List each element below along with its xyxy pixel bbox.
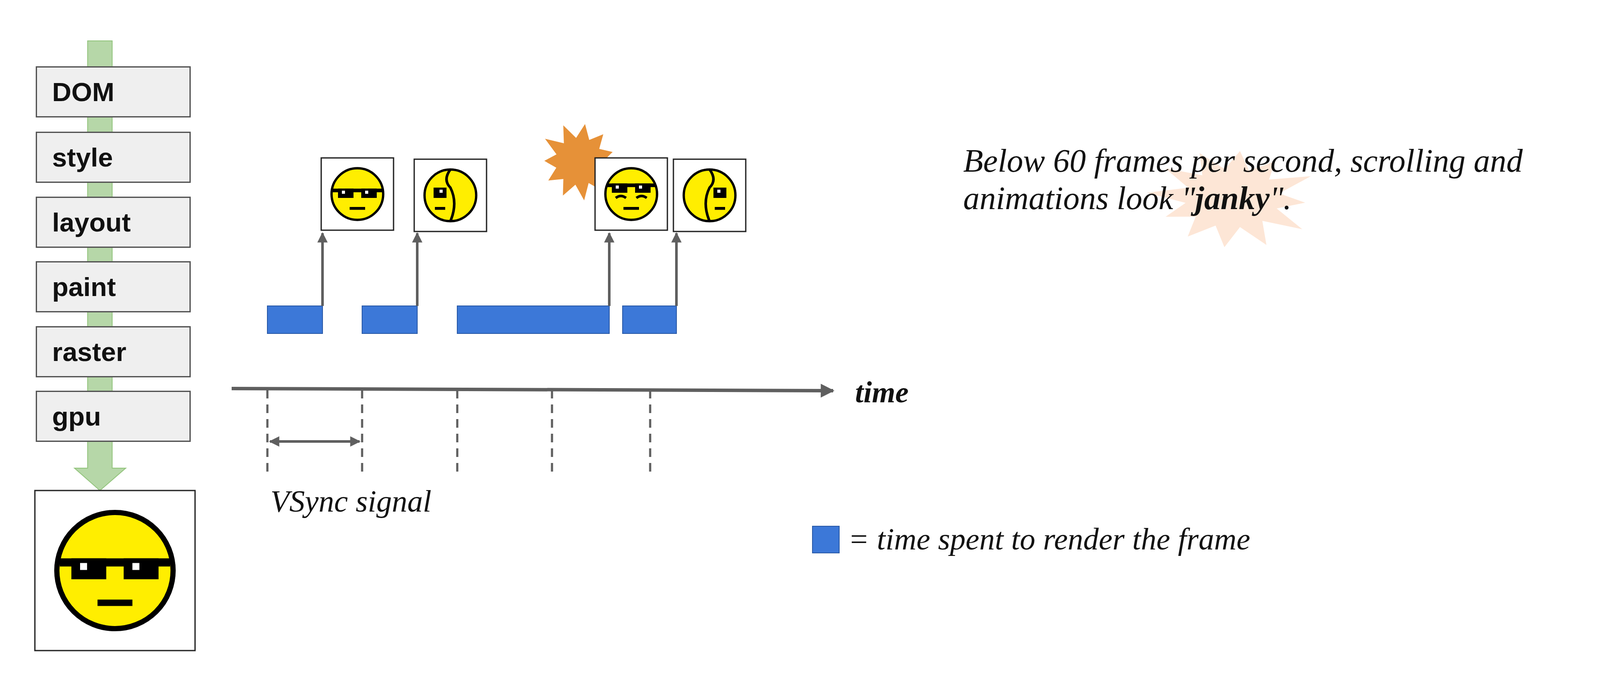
pipeline-connector bbox=[99, 182, 101, 197]
connector-fill bbox=[88, 117, 112, 132]
smiley-face bbox=[605, 168, 658, 221]
vsync-tick bbox=[361, 390, 364, 473]
jank-note: Below 60 frames per second, scrolling an… bbox=[963, 142, 1575, 218]
pipeline-stage-box: DOM bbox=[35, 66, 191, 118]
legend-row: = time spent to render the frame bbox=[812, 521, 1251, 558]
render-bar bbox=[457, 306, 610, 334]
frame-smiley bbox=[605, 168, 658, 221]
smiley-face bbox=[331, 168, 384, 221]
vsync-tick bbox=[266, 390, 269, 473]
sunglasses-lens bbox=[337, 188, 354, 199]
pipeline-connector bbox=[99, 377, 101, 391]
connector-outline bbox=[87, 182, 113, 197]
pipeline-output-arrow bbox=[74, 439, 126, 491]
stage-label: raster bbox=[52, 336, 127, 368]
sunglasses-lens bbox=[71, 558, 107, 580]
sunglasses-lens bbox=[123, 558, 159, 580]
illustration bbox=[34, 40, 1311, 652]
render-bar bbox=[622, 306, 677, 334]
vsync-interval bbox=[269, 440, 360, 444]
pipeline-stage-box: paint bbox=[35, 261, 191, 313]
legend-swatch bbox=[812, 526, 840, 554]
axis-label: time bbox=[855, 375, 909, 410]
pipeline-stage-box: gpu bbox=[35, 390, 191, 443]
vsync-tick bbox=[649, 390, 652, 473]
lens-glint bbox=[638, 185, 642, 189]
connector-fill bbox=[88, 182, 112, 197]
pipeline-stage-box: style bbox=[35, 131, 191, 183]
lens-glint bbox=[365, 190, 369, 194]
profile-line bbox=[705, 169, 714, 222]
smiley-face bbox=[424, 169, 477, 222]
frame-arrow bbox=[415, 233, 419, 307]
frame-arrow bbox=[607, 233, 611, 307]
connector-outline bbox=[87, 312, 113, 327]
mouth bbox=[349, 207, 366, 211]
note-text: ". bbox=[1269, 179, 1292, 217]
lens-glint bbox=[615, 185, 619, 189]
legend-text: = time spent to render the frame bbox=[848, 521, 1251, 558]
connector-outline bbox=[87, 117, 113, 132]
smiley-face bbox=[56, 512, 174, 630]
render-bar bbox=[362, 306, 418, 334]
connector-outline bbox=[87, 248, 113, 262]
render-bar bbox=[267, 306, 323, 334]
vsync-tick bbox=[551, 390, 554, 473]
pipeline-connector bbox=[99, 248, 101, 262]
stage-label: gpu bbox=[52, 401, 102, 432]
connector-fill bbox=[88, 248, 112, 262]
stage-label: paint bbox=[52, 271, 116, 303]
frame-smiley bbox=[331, 168, 384, 221]
pipeline-stage-box: layout bbox=[35, 196, 191, 249]
pipeline-connector bbox=[99, 312, 101, 327]
mouth bbox=[623, 207, 639, 211]
stage-label: DOM bbox=[52, 76, 115, 108]
sunglasses-lens bbox=[361, 188, 377, 199]
output-frame bbox=[34, 490, 196, 652]
lens-glint bbox=[132, 563, 140, 571]
lens-glint bbox=[80, 563, 87, 571]
time-axis bbox=[231, 388, 834, 391]
frame-box bbox=[414, 159, 487, 232]
eye bbox=[615, 196, 647, 199]
frame-box bbox=[673, 159, 746, 232]
profile-line bbox=[446, 169, 455, 222]
stage-label: layout bbox=[52, 207, 131, 238]
connector-fill bbox=[88, 377, 112, 391]
vsync-tick bbox=[456, 390, 459, 473]
mouth bbox=[434, 207, 446, 211]
frame-smiley bbox=[683, 169, 736, 222]
frame-smiley bbox=[424, 169, 477, 222]
lens-glint bbox=[439, 189, 443, 193]
smiley-face bbox=[683, 169, 736, 222]
frame-arrow bbox=[321, 233, 324, 307]
pipeline-stage-box: raster bbox=[35, 326, 191, 378]
pipeline-connector bbox=[99, 117, 101, 132]
frame-arrow bbox=[675, 233, 678, 307]
sunglasses-lens bbox=[635, 183, 651, 193]
stage-label: style bbox=[52, 142, 113, 173]
vsync-label: VSync signal bbox=[270, 483, 432, 520]
connector-outline bbox=[87, 377, 113, 391]
sunglasses-lens bbox=[433, 187, 447, 199]
sunglasses-lens bbox=[611, 183, 628, 193]
frame-box bbox=[321, 158, 394, 231]
jank-word: janky bbox=[1195, 179, 1270, 217]
lens-glint bbox=[717, 189, 721, 193]
connector-fill bbox=[88, 312, 112, 327]
sunglasses-lens bbox=[713, 187, 727, 199]
mouth bbox=[97, 600, 133, 607]
lens-glint bbox=[341, 190, 345, 194]
output-smiley bbox=[56, 512, 174, 630]
mouth bbox=[714, 207, 726, 211]
frame-box bbox=[595, 158, 668, 231]
